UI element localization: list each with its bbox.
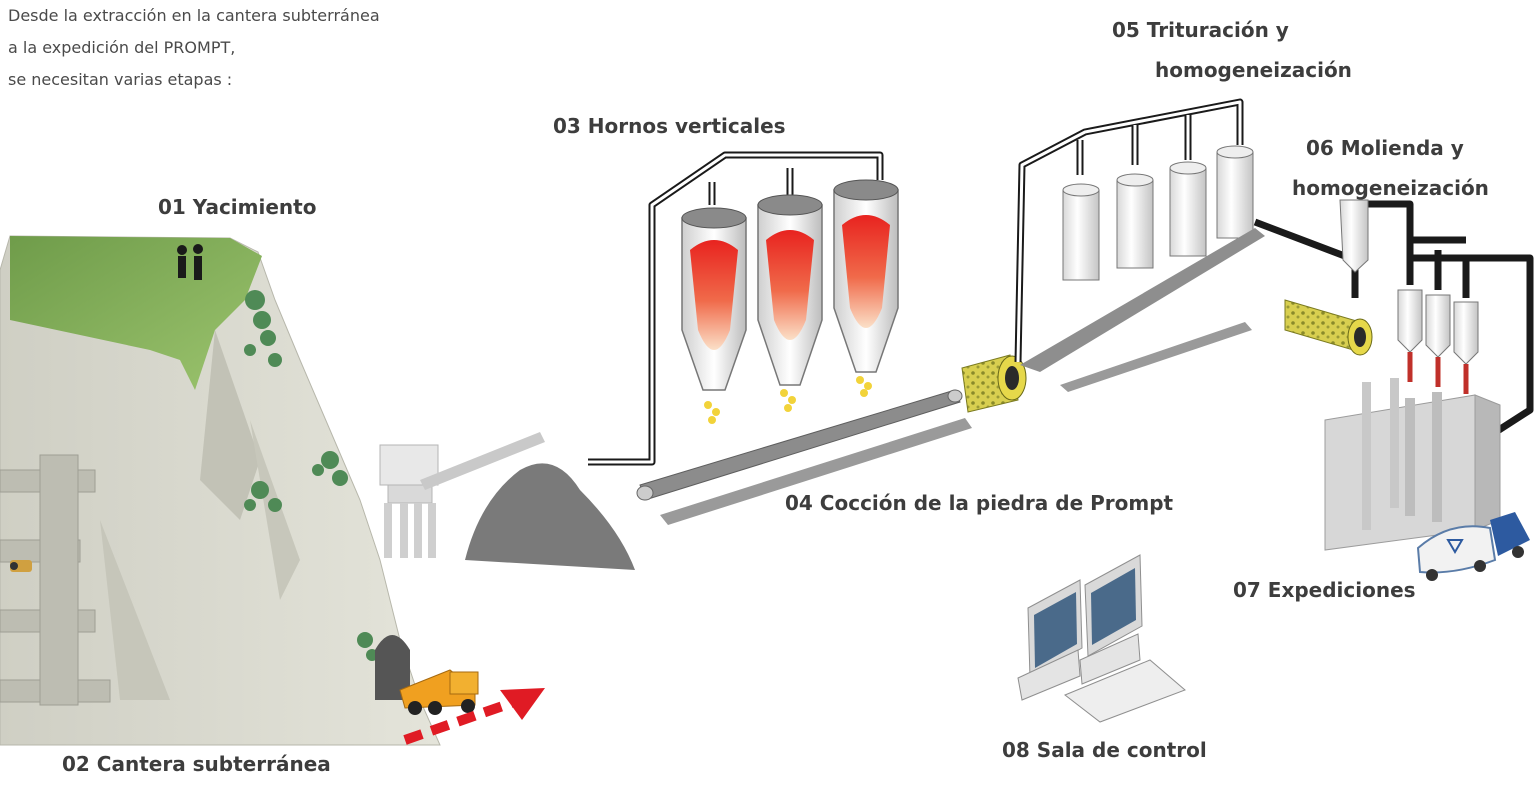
crusher-tower [379, 432, 545, 558]
kiln-1 [681, 207, 747, 424]
cement-truck [1416, 512, 1530, 581]
stage-05-line-2: homogeneización [1155, 58, 1352, 82]
stage-05-label: 05 Trituración y homogeneización [1112, 10, 1352, 90]
stage-06-line-2: homogeneización [1292, 176, 1489, 200]
shipping-building [1324, 378, 1501, 551]
intro-line-3: se necesitan varias etapas : [8, 70, 233, 89]
stone-pile [465, 463, 635, 570]
cement-hoppers [1397, 289, 1479, 394]
quarry-terraces [0, 454, 111, 706]
stage-08-label: 08 Sala de control [1002, 738, 1207, 762]
grinding-mill [1284, 199, 1373, 356]
stage-06-line-1: 06 Molienda y [1306, 136, 1464, 160]
intro-line-2: a la expedición del PROMPT, [8, 38, 236, 57]
vegetation [244, 290, 378, 661]
stage-03-label: 03 Hornos verticales [553, 114, 786, 138]
kiln-3-sparks [856, 376, 872, 397]
control-room-computers [1017, 554, 1186, 723]
dump-truck [399, 669, 479, 715]
intro-text: Desde la extracción en la cantera subter… [8, 0, 380, 96]
stage-05-line-1: 05 Trituración y [1112, 18, 1289, 42]
kiln-3 [833, 179, 899, 397]
stage-02-label: 02 Cantera subterránea [62, 752, 331, 776]
tunnel-entrance [375, 635, 410, 700]
mine-cart [10, 560, 32, 572]
cliff [0, 235, 441, 746]
kiln-pipes-inner [588, 153, 882, 464]
crusher-mill [961, 354, 1027, 413]
silo-pipes-inner [1016, 100, 1242, 363]
people-silhouettes [177, 244, 203, 280]
kiln-1-sparks [704, 401, 720, 424]
storage-silos [1062, 145, 1254, 281]
conveyor-belt [636, 389, 972, 525]
kiln-2 [757, 194, 823, 412]
stage-07-label: 07 Expediciones [1233, 578, 1416, 602]
silo-conveyor [1020, 228, 1265, 392]
stage-06-label: 06 Molienda y homogeneización [1292, 128, 1489, 208]
stage-01-label: 01 Yacimiento [158, 195, 317, 219]
intro-line-1: Desde la extracción en la cantera subter… [8, 6, 380, 25]
stage-04-label: 04 Cocción de la piedra de Prompt [785, 491, 1174, 515]
transport-arrow [403, 688, 545, 745]
kiln-2-sparks [780, 389, 796, 412]
